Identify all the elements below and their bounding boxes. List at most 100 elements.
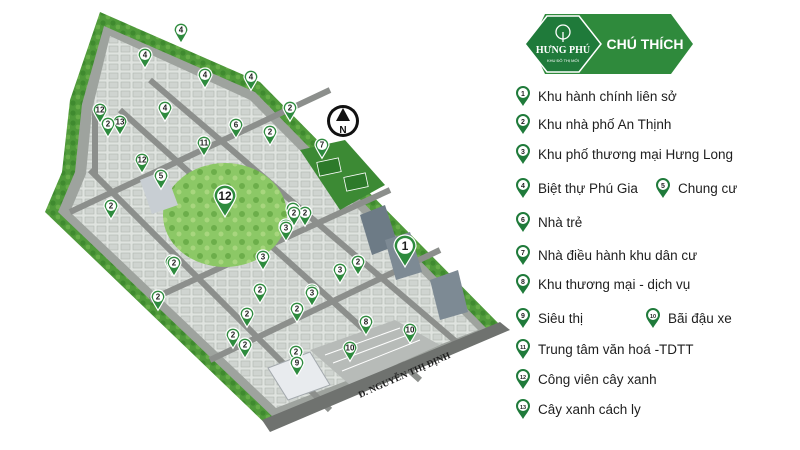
map-pin-number: 11 <box>200 139 209 148</box>
map-pin-3[interactable]: 3 <box>304 285 320 308</box>
legend-item-label: Trung tâm văn hoá -TDTT <box>538 341 694 357</box>
map-pin-number: 2 <box>292 209 297 218</box>
map-pin-number: 2 <box>106 120 111 129</box>
map-pin-number: 4 <box>143 51 148 60</box>
map-pin-number: 4 <box>163 104 168 113</box>
map-pin-number: 6 <box>234 121 239 130</box>
map-pin-number: 12 <box>96 106 105 115</box>
map-pin-2[interactable]: 2 <box>252 282 268 305</box>
map-pin-number: 2 <box>303 209 308 218</box>
map-pin-number: 12 <box>218 189 232 203</box>
map-pin-3[interactable]: 3 <box>255 249 271 272</box>
map-pin-11[interactable]: 11 <box>196 135 212 158</box>
legend-item-label: Chung cư <box>678 180 738 196</box>
legend-item-label: Cây xanh cách ly <box>538 401 641 417</box>
map-pin-2[interactable]: 2 <box>289 301 305 324</box>
map-pin-2[interactable]: 2 <box>150 289 166 312</box>
map-pin-2[interactable]: 2 <box>286 205 302 228</box>
map-pin-number: 2 <box>245 310 250 319</box>
map-pin-12[interactable]: 12 <box>134 152 150 175</box>
map-pin-4[interactable]: 4 <box>243 69 259 92</box>
map-pin-9[interactable]: 9 <box>289 355 305 378</box>
map-pin-2[interactable]: 2 <box>103 198 119 221</box>
brand-tagline: KHU ĐÔ THỊ MỚI <box>547 58 579 63</box>
tree-icon <box>555 24 571 42</box>
map-pin-2[interactable]: 2 <box>350 254 366 277</box>
map-pin-3[interactable]: 3 <box>332 262 348 285</box>
map-pin-2[interactable]: 2 <box>262 124 278 147</box>
map-pin-number: 2 <box>243 341 248 350</box>
legend-item-2: 2 Khu nhà phố An Thịnh <box>515 112 671 136</box>
legend-pin-number: 3 <box>521 149 525 156</box>
legend-pin-number: 8 <box>521 279 525 286</box>
map-pin-number: 1 <box>402 239 409 253</box>
map-pin-number: 10 <box>346 344 355 353</box>
map-pin-2[interactable]: 2 <box>100 116 116 139</box>
map-pin-12[interactable]: 12 <box>213 184 237 219</box>
legend-item-8: 8 Khu thương mại - dịch vụ <box>515 272 690 296</box>
legend-pin-icon: 3 <box>516 144 530 164</box>
map-pin-2[interactable]: 2 <box>237 337 253 360</box>
brand-logo <box>524 15 602 73</box>
legend-item-label: Nhà điều hành khu dân cư <box>538 247 698 263</box>
north-label: N <box>339 125 346 136</box>
legend-pin-icon: 12 <box>516 369 530 389</box>
legend-pin-icon: 9 <box>516 308 530 328</box>
legend-pin-icon: 10 <box>646 308 660 328</box>
legend-pin-number: 6 <box>521 217 525 224</box>
map-pin-8[interactable]: 8 <box>358 314 374 337</box>
map-pin-number: 4 <box>179 26 184 35</box>
map-pin-5[interactable]: 5 <box>153 168 169 191</box>
map-pin-6[interactable]: 6 <box>228 117 244 140</box>
legend-item-label: Khu thương mại - dịch vụ <box>538 276 691 292</box>
map-pin-1[interactable]: 1 <box>393 234 417 269</box>
legend-pin-icon: 11 <box>516 339 530 359</box>
map-pin-12[interactable]: 12 <box>92 102 108 125</box>
map-pin-10[interactable]: 10 <box>342 340 358 363</box>
legend-pin-icon: 1 <box>516 86 530 106</box>
legend-item-11: 11 Trung tâm văn hoá -TDTT <box>515 337 694 361</box>
legend-pin-number: 12 <box>520 375 526 381</box>
legend-item-label: Công viên cây xanh <box>538 371 657 387</box>
legend-item-label: Khu hành chính liên sở <box>538 88 677 104</box>
legend-pin-icon: 2 <box>516 114 530 134</box>
map-pin-number: 3 <box>310 289 315 298</box>
legend-pin-icon: 4 <box>516 178 530 198</box>
legend-item-label: Khu nhà phố An Thịnh <box>538 116 672 132</box>
map-pin-number: 3 <box>338 266 343 275</box>
legend-pin-icon: 5 <box>656 178 670 198</box>
map-pin-2[interactable]: 2 <box>288 344 304 367</box>
map-pin-number: 3 <box>284 224 289 233</box>
map-pin-3[interactable]: 3 <box>278 220 294 243</box>
map-pin-number: 2 <box>172 259 177 268</box>
map-pin-2[interactable]: 2 <box>282 100 298 123</box>
map-pin-4[interactable]: 4 <box>157 100 173 123</box>
map-pin-number: 4 <box>203 71 208 80</box>
map-pin-number: 8 <box>364 318 369 327</box>
map-pin-number: 2 <box>356 258 361 267</box>
map-pin-number: 2 <box>268 128 273 137</box>
legend-pin-number: 10 <box>650 314 656 320</box>
map-markers: 4444412132222222222222222111251267233333… <box>92 22 418 378</box>
map-pin-number: 7 <box>320 141 325 150</box>
map-pin-2[interactable]: 2 <box>225 327 241 350</box>
legend-pin-icon: 7 <box>516 245 530 265</box>
legend-pin-number: 5 <box>661 183 665 190</box>
map-pin-10[interactable]: 10 <box>402 322 418 345</box>
legend-pin-number: 4 <box>521 183 525 190</box>
legend-header: HƯNG PHÚ KHU ĐÔ THỊ MỚI CHÚ THÍCH <box>524 14 693 74</box>
map-pin-7[interactable]: 7 <box>314 137 330 160</box>
legend-pin-number: 7 <box>521 250 525 257</box>
map-pin-4[interactable]: 4 <box>137 47 153 70</box>
map-pin-number: 2 <box>295 305 300 314</box>
map-pin-2[interactable]: 2 <box>166 255 182 278</box>
map-pin-number: 2 <box>109 202 114 211</box>
map-pin-4[interactable]: 4 <box>197 67 213 90</box>
map-pin-4[interactable]: 4 <box>173 22 189 45</box>
map-pin-2[interactable]: 2 <box>239 306 255 329</box>
